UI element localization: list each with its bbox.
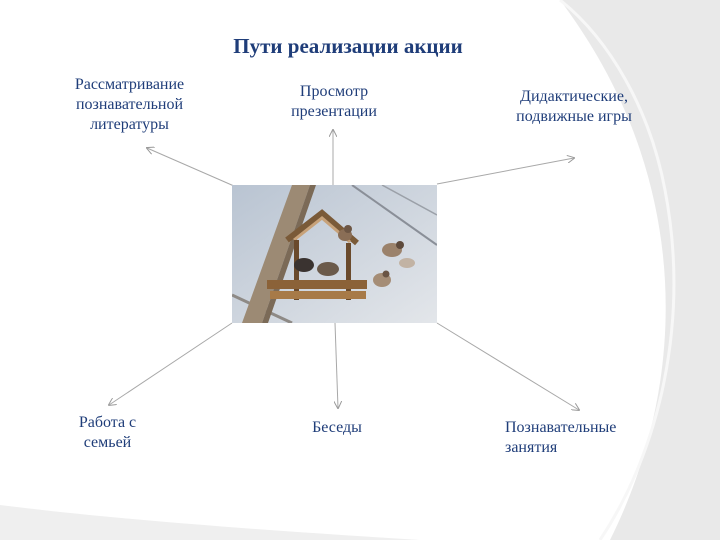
bird-feeder-photo xyxy=(232,185,437,323)
node-presentation: Просмотр презентации xyxy=(291,83,377,120)
node-family: Работа с семьей xyxy=(78,414,137,451)
arrow-to-talks xyxy=(335,322,338,408)
node-games: Дидактические, подвижные игры xyxy=(516,88,632,125)
node-talks: Беседы xyxy=(312,419,362,436)
arrow-to-family xyxy=(109,322,233,405)
node-literature: Рассматривание познавательной литературы xyxy=(74,76,185,133)
arrow-to-games xyxy=(436,158,574,185)
node-lessons: Познавательные занятия xyxy=(505,419,617,456)
arrow-to-lessons xyxy=(436,322,579,410)
diagram-title: Пути реализации акции xyxy=(233,34,463,58)
arrow-to-literature xyxy=(147,148,235,187)
